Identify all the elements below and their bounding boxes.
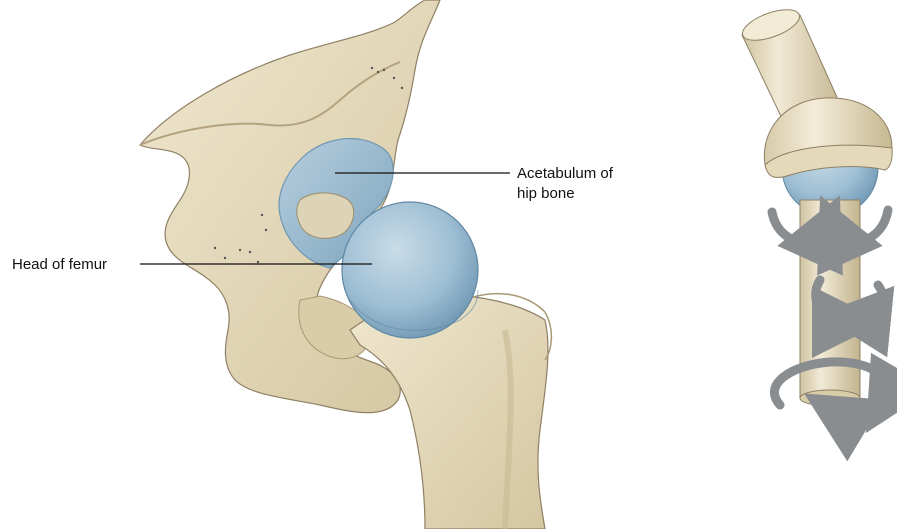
- acetabulum-label-line2: hip bone: [517, 185, 575, 202]
- head-of-femur-label: Head of femur: [12, 256, 107, 273]
- model-lower-rod: [800, 200, 860, 406]
- femur-head: [342, 202, 478, 338]
- acetabulum-label-line1: Acetabulum of: [517, 165, 614, 182]
- ball-and-socket-model: [739, 3, 892, 417]
- acetabular-fossa: [297, 193, 354, 238]
